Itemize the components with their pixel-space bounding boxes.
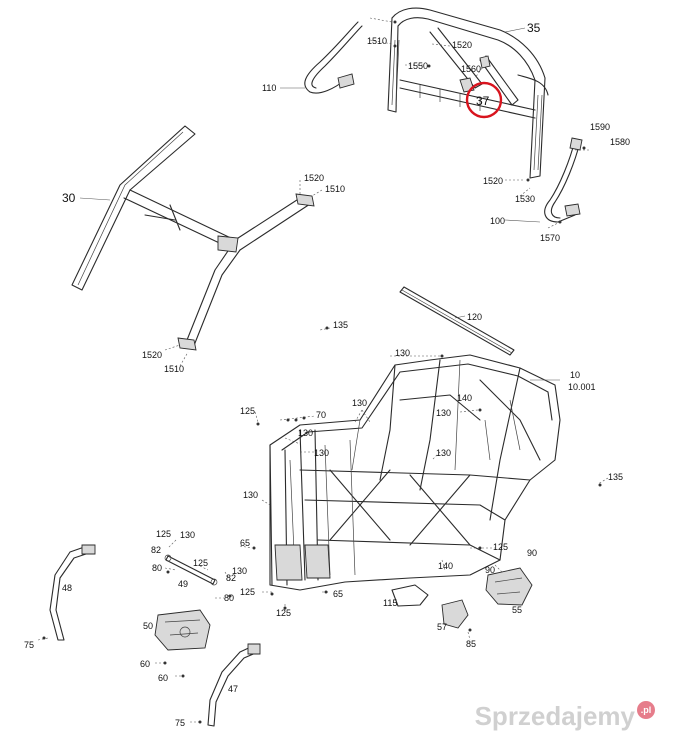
label-50: 50: [143, 621, 153, 631]
label-85: 85: [466, 639, 476, 649]
label-1520: 1520: [483, 176, 503, 186]
label-1520: 1520: [304, 173, 324, 183]
bracket-48: [49, 544, 96, 641]
label-35: 35: [527, 21, 541, 35]
label-130: 130: [314, 448, 329, 458]
fastener-markers: [42, 20, 602, 724]
part-57: [441, 599, 469, 629]
label-1590: 1590: [590, 122, 610, 132]
label-130: 130: [232, 566, 247, 576]
label-80: 80: [224, 593, 234, 603]
label-1530: 1530: [515, 194, 535, 204]
label-1550: 1550: [408, 61, 428, 71]
label-130: 130: [243, 490, 258, 500]
main-frame-10: [269, 354, 561, 591]
label-135: 135: [333, 320, 348, 330]
label-130: 130: [395, 348, 410, 358]
label-115: 115: [383, 598, 397, 608]
label-90: 90: [527, 548, 537, 558]
label-140: 140: [438, 561, 453, 571]
label-125: 125: [240, 587, 255, 597]
label-49: 49: [178, 579, 188, 589]
label-125: 125: [156, 529, 171, 539]
label-1510: 1510: [367, 36, 387, 46]
bracket-47: [207, 643, 261, 727]
label-130: 130: [436, 408, 451, 418]
label-130: 130: [180, 530, 195, 540]
grab-handle-110: [280, 21, 363, 94]
label-130: 130: [352, 398, 367, 408]
front-roll-bar-30: [71, 125, 315, 351]
label-70: 70: [316, 410, 326, 420]
label-130: 130: [298, 428, 313, 438]
label-120: 120: [467, 312, 482, 322]
label-82: 82: [151, 545, 161, 555]
label-57: 57: [437, 622, 447, 632]
leader-lines: [37, 17, 609, 723]
label-125: 125: [240, 406, 255, 416]
label-125: 125: [193, 558, 208, 568]
rear-roll-bar-35: [387, 7, 549, 179]
label-1520: 1520: [142, 350, 162, 360]
label-1520: 1520: [452, 40, 472, 50]
label-125: 125: [493, 542, 508, 552]
label-82: 82: [226, 573, 236, 583]
watermark-badge: .pl: [637, 701, 655, 719]
watermark: Sprzedajemy.pl: [475, 701, 655, 732]
rail-120: [399, 286, 515, 356]
label-10: 10: [570, 370, 580, 380]
label-60: 60: [140, 659, 150, 669]
label-10.001: 10.001: [568, 382, 596, 392]
highlight-label-37: 37: [476, 94, 490, 108]
label-30: 30: [62, 191, 76, 205]
label-130: 130: [436, 448, 451, 458]
label-1560: 1560: [461, 64, 481, 74]
label-47: 47: [228, 684, 238, 694]
label-90: 90: [485, 565, 495, 575]
label-1570: 1570: [540, 233, 560, 243]
part-50: [154, 609, 211, 651]
label-55: 55: [512, 605, 522, 615]
label-75: 75: [24, 640, 34, 650]
watermark-text: Sprzedajemy: [474, 701, 635, 731]
part-115: [391, 584, 429, 607]
label-110: 110: [262, 83, 276, 93]
part-labels: 35 1510 1520 1550 1560 110 1590 1580 152…: [24, 21, 630, 728]
label-80: 80: [152, 563, 162, 573]
label-48: 48: [62, 583, 72, 593]
label-60: 60: [158, 673, 168, 683]
part-55: [485, 567, 533, 606]
label-1510: 1510: [325, 184, 345, 194]
label-75: 75: [175, 718, 185, 728]
side-bar-100: [504, 137, 583, 223]
label-100: 100: [490, 216, 505, 226]
label-135: 135: [608, 472, 623, 482]
label-1510: 1510: [164, 364, 184, 374]
highlight-circle-37: [465, 81, 503, 119]
label-65: 65: [240, 538, 250, 548]
label-140: 140: [457, 393, 472, 403]
bar-49: [164, 554, 218, 586]
label-125: 125: [276, 608, 291, 618]
label-65: 65: [333, 589, 343, 599]
label-1580: 1580: [610, 137, 630, 147]
